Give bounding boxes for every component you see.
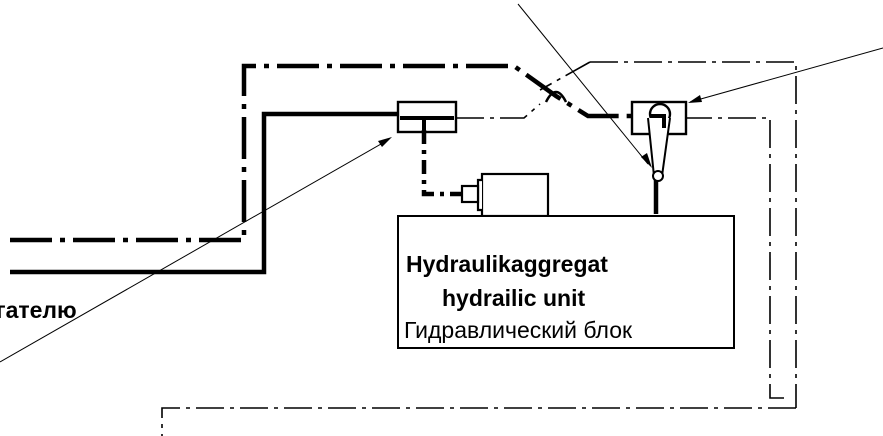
branch-to-tank: [421, 130, 464, 197]
arrowhead-connector: [378, 137, 392, 147]
leader-line-to-valve: [689, 47, 883, 103]
label-unit-de: Hydraulikaggregat: [406, 251, 608, 277]
t-connector: [396, 100, 458, 134]
boundary-frame: [161, 61, 797, 436]
t-connector-channel: [400, 116, 454, 132]
shutoff-valve: [630, 100, 688, 182]
valve-seat: [650, 114, 666, 128]
valve-lever: [647, 117, 671, 177]
boundary-frame-bottom: [161, 407, 796, 436]
hydraulic-unit-box: [397, 215, 735, 349]
line-crossover: [544, 90, 568, 103]
boundary-frame-top: [590, 61, 797, 408]
label-unit-ru: Гидравлический блок: [404, 317, 633, 343]
arrowhead-valve: [688, 95, 702, 103]
t-connector-body: [396, 100, 458, 134]
arrowheads: [378, 95, 702, 168]
lever-pivot: [652, 170, 664, 182]
boundary-frame-diagonal: [539, 61, 591, 91]
label-unit-en: hydrailic unit: [442, 285, 585, 311]
hydraulic-lines: [10, 63, 659, 275]
tank-accumulator: [460, 172, 550, 218]
leader-lines: [0, 3, 883, 363]
pressure-line-inner: [10, 111, 398, 275]
boundary-frame-inner-right: [684, 117, 790, 399]
label-cropped-left: гателю: [0, 297, 77, 323]
arrowhead-lever: [641, 153, 652, 168]
return-line-thin: [456, 103, 541, 119]
pressure-line-outer: [10, 63, 632, 243]
tank-port: [460, 184, 480, 204]
tank-body: [480, 172, 550, 218]
leader-line-to-lever: [517, 3, 649, 165]
leader-line-to-connector: [0, 139, 389, 363]
